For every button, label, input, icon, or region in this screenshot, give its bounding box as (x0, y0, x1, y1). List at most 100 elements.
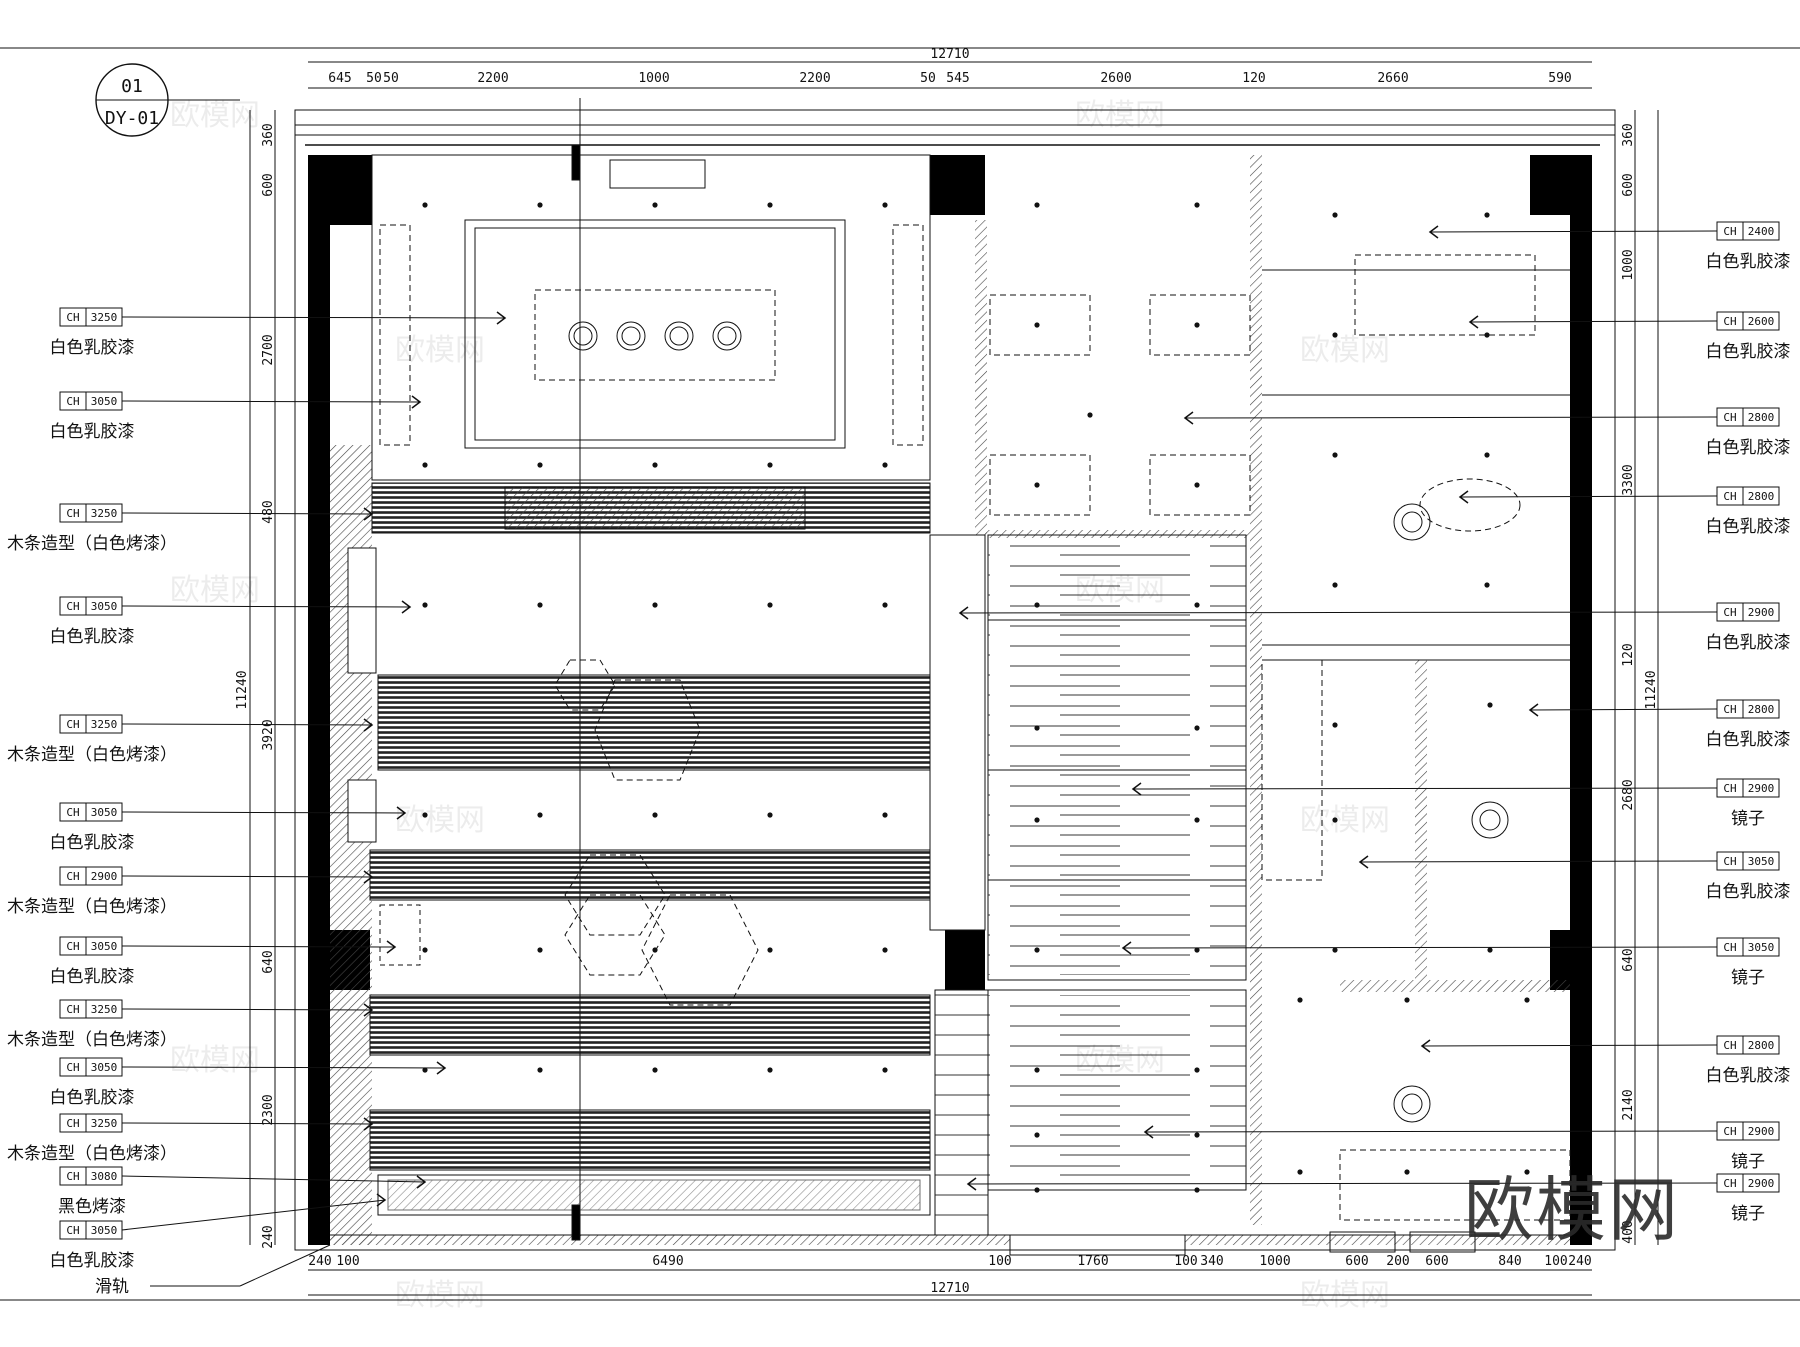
wood-slat-band (377, 674, 931, 771)
downlight-dot (537, 202, 543, 208)
downlight-dot (767, 462, 773, 468)
brand-logo: 欧模网 (1464, 1169, 1680, 1251)
arrow-icon (1428, 225, 1439, 239)
downlight-dot (1087, 412, 1093, 418)
ceiling-height: 3250 (91, 1117, 118, 1130)
pendant-light (1393, 503, 1431, 541)
pendant-light (1393, 1085, 1431, 1123)
material-note: 镜子 (1731, 809, 1765, 829)
ch-label: CH (1723, 1039, 1736, 1052)
bottom-dim: 200 (1386, 1254, 1409, 1269)
ceiling-height: 2800 (1748, 411, 1775, 424)
watermark-text: 欧模网 (395, 803, 485, 838)
watermark-text: 欧模网 (170, 1043, 260, 1078)
watermark-text: 欧模网 (1300, 333, 1390, 368)
downlight-dot (537, 1067, 543, 1073)
arrow-icon (376, 1193, 387, 1207)
bottom-dim: 6490 (652, 1254, 683, 1269)
downlight-dot (1194, 202, 1200, 208)
ceiling-height: 3050 (91, 806, 118, 819)
ceiling-height: 2900 (1748, 606, 1775, 619)
material-note: 白色乳胶漆 (50, 627, 135, 647)
arrow-icon (496, 311, 507, 325)
material-note: 白色乳胶漆 (1706, 1066, 1791, 1086)
ceiling-height: 3050 (91, 600, 118, 613)
downlight-dot (882, 462, 888, 468)
downlight-dot (1484, 332, 1490, 338)
arrow-icon (436, 1061, 447, 1075)
downlight-dot (1484, 452, 1490, 458)
downlight-dot (767, 602, 773, 608)
watermark-text: 欧模网 (170, 98, 260, 133)
watermark-text: 欧模网 (395, 1278, 485, 1313)
downlight-dot (422, 812, 428, 818)
ceiling-height: 2900 (91, 870, 118, 883)
bottom-dimension-labels: 240 100 6490 100 1760 100 340 1000 600 2… (308, 1254, 1591, 1296)
top-dim: 590 (1548, 71, 1571, 86)
arrow-icon (958, 606, 969, 620)
arrow-icon (1420, 1039, 1431, 1053)
ceiling-height: 2900 (1748, 1125, 1775, 1138)
material-note: 白色乳胶漆 (1706, 517, 1791, 537)
wood-slat-band (369, 994, 931, 1056)
downlight-dot (882, 602, 888, 608)
slide-rail-label: 滑轨 (95, 1277, 129, 1297)
ceiling-height: 3050 (91, 940, 118, 953)
arrow-icon (396, 806, 407, 820)
ch-label: CH (66, 806, 79, 819)
chandelier (568, 321, 742, 351)
bottom-dim: 100 (336, 1254, 359, 1269)
material-note: 白色乳胶漆 (1706, 342, 1791, 362)
downlight-dot (1404, 1169, 1410, 1175)
material-note: 白色乳胶漆 (1706, 438, 1791, 458)
ceiling-height: 2600 (1748, 315, 1775, 328)
ch-label: CH (1723, 490, 1736, 503)
downlight-dot (1194, 817, 1200, 823)
watermark-text: 欧模网 (170, 573, 260, 608)
downlight-dot (537, 462, 543, 468)
sheet-frame (0, 47, 1800, 1301)
left-dim: 640 (261, 950, 276, 973)
left-dim: 240 (261, 1225, 276, 1248)
downlight-dot (1034, 482, 1040, 488)
left-dimension-labels: 360 600 2700 480 3920 640 2300 240 11240 (235, 123, 276, 1248)
arrow-icon (386, 940, 397, 954)
downlight-dot (767, 947, 773, 953)
bottom-dim: 840 (1498, 1254, 1521, 1269)
left-dim: 480 (261, 500, 276, 523)
watermark-text: 欧模网 (1300, 803, 1390, 838)
top-dim: 50 (383, 71, 399, 86)
arrow-icon (1183, 411, 1194, 425)
material-note: 白色乳胶漆 (1706, 882, 1791, 902)
overall-dim-bottom: 12710 (930, 1281, 969, 1296)
arrow-icon (1528, 703, 1539, 717)
right-zone (1261, 254, 1571, 1253)
overall-dim-top: 12710 (930, 47, 969, 62)
downlight-dot (422, 202, 428, 208)
bottom-dim: 100 (1544, 1254, 1567, 1269)
ceiling-height: 3050 (1748, 855, 1775, 868)
ceiling-height: 2800 (1748, 490, 1775, 503)
material-note: 木条造型（白色烤漆） (7, 534, 177, 554)
wood-slat-band (369, 1109, 931, 1171)
right-dim: 3300 (1621, 464, 1636, 495)
downlight-dot (1332, 582, 1338, 588)
bottom-dim: 340 (1200, 1254, 1223, 1269)
material-note: 白色乳胶漆 (50, 422, 135, 442)
downlight-dot (1484, 582, 1490, 588)
watermark-text: 欧模网 (1075, 1043, 1165, 1078)
downlight-dot (652, 947, 658, 953)
downlight-dot (882, 1067, 888, 1073)
downlight-dot (882, 812, 888, 818)
top-dim: 2600 (1100, 71, 1131, 86)
downlight-dot (652, 462, 658, 468)
